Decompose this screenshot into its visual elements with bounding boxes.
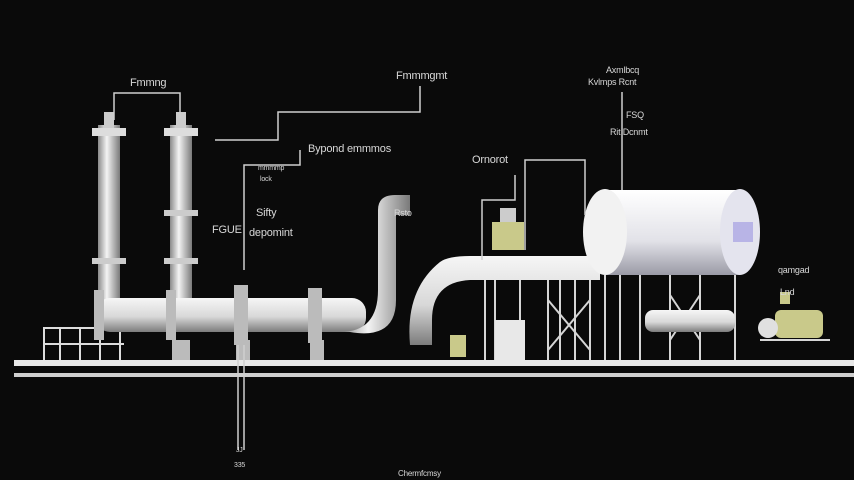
pipe-flanges [94, 285, 324, 360]
footer-label: Chermfcmsy [398, 469, 441, 478]
main-pipe [96, 298, 366, 332]
loop-pipe [409, 256, 600, 345]
column-right [164, 112, 198, 315]
leader-lines [113, 86, 623, 450]
control-cabinet [495, 320, 525, 360]
pump [758, 292, 823, 338]
label-small-box-1: mmmmp [258, 165, 285, 172]
railing [43, 327, 124, 360]
label-dosing: Ornorot [472, 154, 508, 166]
label-vent-3: FSQ [626, 110, 644, 120]
dosing-unit [450, 208, 524, 357]
label-fgue: FGUE [212, 224, 242, 236]
elbow-pipe [340, 195, 410, 334]
label-vent-2: Kvlmps Rcnt [588, 77, 637, 87]
label-top-right-line: Fmmmgmt [396, 70, 448, 82]
label-deposit: depomint [249, 227, 293, 239]
column-left [92, 112, 126, 315]
label-vent-1: Axmlbcq [606, 65, 640, 75]
label-safety: Sifty [256, 207, 277, 219]
label-drain-1: JJ [236, 447, 243, 454]
label-bypass: Bypond emmmos [308, 143, 391, 155]
ground-rail-lower [14, 373, 854, 377]
label-vent-4: Rit Dcnmt [610, 127, 648, 137]
heat-exchanger [645, 310, 735, 332]
label-pump-2: Lnd [780, 287, 795, 297]
ground-rail [14, 360, 854, 366]
label-pump-1: qamgad [778, 265, 810, 275]
label-drain-2: 335 [234, 462, 246, 469]
label-elbow: Rsto [394, 208, 412, 218]
storage-tank [583, 189, 760, 275]
label-column-top: Fmmng [130, 77, 167, 89]
label-small-box-2: lock [260, 176, 272, 183]
